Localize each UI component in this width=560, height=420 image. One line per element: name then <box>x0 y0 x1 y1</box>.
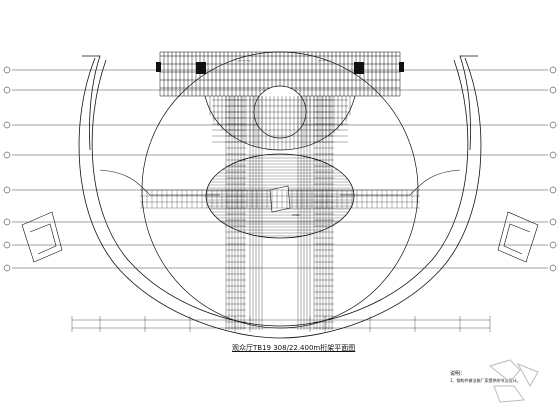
dimension-lines <box>71 316 491 332</box>
column-blocks <box>156 62 404 74</box>
axis-bubble <box>3 86 11 94</box>
axis-bubble <box>3 151 11 159</box>
axis-bubble <box>549 186 557 194</box>
building-outline <box>78 55 482 339</box>
axis-bubble <box>549 218 557 226</box>
svg-text:2500: 2500 <box>292 213 300 217</box>
axis-bubble <box>549 151 557 159</box>
zhulong-watermark-logo <box>488 359 539 403</box>
svg-text:┬──┬──┬: ┬──┬──┬ <box>317 59 331 63</box>
axis-bubble <box>549 264 557 272</box>
svg-text:┬──┬──┬: ┬──┬──┬ <box>237 59 251 63</box>
side-wings <box>21 169 539 263</box>
dimension-text: ┬──┬──┬ ┬──┬──┬ 2500 <box>237 59 331 217</box>
axis-bubble <box>3 121 11 129</box>
notes-text: 1、钢构件做法按厂家提供的节点设计。 <box>450 378 521 383</box>
axis-bubble <box>3 241 11 249</box>
axis-bubble <box>549 241 557 249</box>
axis-bubble <box>3 186 11 194</box>
axis-bubbles <box>3 66 557 272</box>
axis-bubble <box>3 66 11 74</box>
vertical-truss-legs <box>225 96 334 330</box>
axis-bubble <box>549 121 557 129</box>
axis-bubble <box>549 66 557 74</box>
drawing-title: 观众厅TB19 308/22.400m桁架平面图 <box>232 344 356 352</box>
axis-bubble <box>3 218 11 226</box>
axis-bubble <box>3 264 11 272</box>
notes-heading: 说明： <box>450 371 466 377</box>
axis-bubble <box>549 86 557 94</box>
